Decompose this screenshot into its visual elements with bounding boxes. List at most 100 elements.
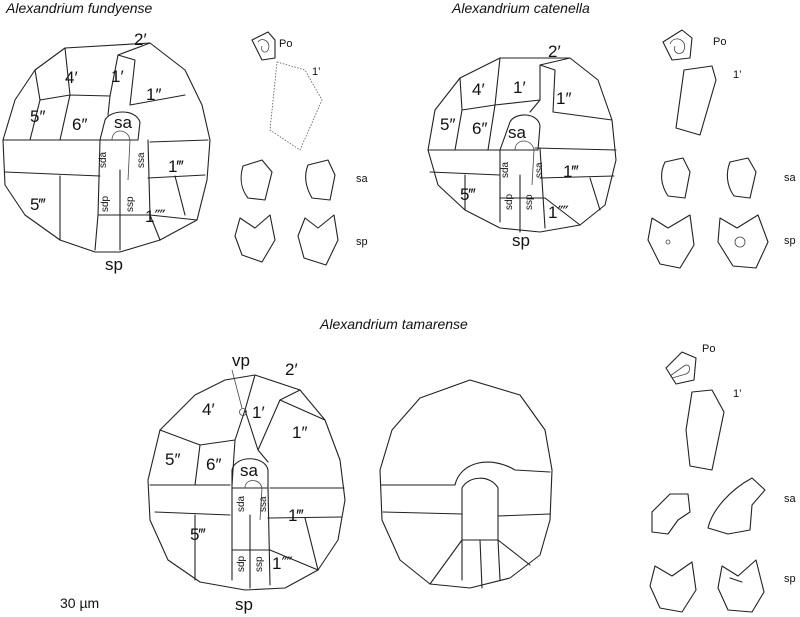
catenella-sp-label: sp (784, 235, 796, 247)
catenella-1p-label: 1’ (733, 69, 742, 81)
catenella-label-ssa: ssa (534, 162, 545, 178)
tamarense-outline (147, 374, 346, 591)
fundyense-sa-hook (111, 130, 131, 181)
fundyense-sa-label: sa (356, 173, 369, 185)
tamarense-lateral-outline (379, 379, 553, 589)
catenella-label-1ppp: 1‴ (563, 162, 578, 181)
catenella-sa-plate-right (726, 157, 757, 199)
fundyense-apical-sutures (29, 42, 186, 141)
catenella-po-label: Po (713, 36, 726, 48)
catenella-sa-hook (514, 140, 535, 186)
tamarense-label-4p: 4′ (202, 400, 215, 419)
tamarense-label-1ppp: 1‴ (288, 506, 303, 525)
catenella-label-ssp: ssp (524, 194, 535, 210)
tamarense-po-plate (665, 351, 697, 385)
catenella-po-plate (662, 29, 693, 61)
tamarense-sulcus (231, 458, 271, 589)
tamarense-label-vp: vp (232, 351, 250, 370)
catenella-label-6pp: 6″ (472, 119, 487, 138)
tamarense-ventral-cell (147, 369, 346, 591)
tamarense-lateral-cell (379, 379, 553, 589)
catenella-sp-pore-left (665, 239, 671, 245)
fundyense-label-sdp: sdp (100, 195, 111, 212)
fundyense-label-6pp: 6″ (72, 115, 87, 134)
catenella-apical-sutures (454, 57, 613, 151)
fundyense-outline (2, 42, 211, 253)
catenella-label-5ppp: 5‴ (460, 185, 475, 204)
tamarense-label-1pp: 1″ (292, 423, 307, 442)
catenella-sp-plate-right (717, 214, 769, 269)
catenella-label-1pppp: 1⁗ (548, 203, 569, 222)
tamarense-label-sp: sp (235, 595, 253, 614)
title-fundyense: Alexandrium fundyense (5, 0, 153, 16)
tamarense-apical-sutures (159, 374, 326, 486)
tamarense-label-2p: 2′ (285, 360, 298, 379)
catenella-cingulum-lower (429, 171, 615, 179)
title-catenella: Alexandrium catenella (451, 0, 590, 16)
fundyense-label-1pppp: 1⁗ (145, 207, 166, 226)
fundyense-label-5pp: 5″ (30, 107, 45, 126)
fundyense-label-ssa: ssa (136, 152, 147, 168)
tamarense-label-5pp: 5″ (165, 450, 180, 469)
fundyense-ventral-cell (2, 42, 211, 253)
tamarense-sa-plate-right (707, 477, 766, 535)
tamarense-ventral-pore (239, 408, 247, 416)
tamarense-label-sda: sda (236, 495, 247, 512)
fundyense-sa-plate-right (305, 159, 336, 201)
tamarense-po-label: Po (702, 343, 715, 355)
fundyense-sp-plate-right (297, 214, 339, 266)
fundyense-po-plate (251, 31, 276, 61)
scale-bar-label: 30 µm (60, 595, 99, 611)
tamarense-postcingular-sutures (194, 514, 319, 581)
tamarense-label-sa: sa (240, 461, 259, 480)
tamarense-label-1p: 1′ (252, 403, 265, 422)
fundyense-label-5ppp: 5‴ (30, 195, 45, 214)
tamarense-lateral-sulcus (429, 477, 531, 589)
catenella-label-2p: 2′ (548, 42, 561, 61)
catenella-1p-plate (675, 65, 717, 136)
fundyense-cingulum-upper (2, 139, 209, 143)
tamarense-label-6pp: 6″ (206, 455, 221, 474)
tamarense-sp-plate-right (717, 559, 765, 613)
tamarense-sa-hook (244, 480, 263, 521)
tamarense-label-sdp: sdp (236, 555, 247, 572)
fundyense-label-sp: sp (105, 255, 123, 274)
catenella-label-sp: sp (512, 231, 530, 250)
tamarense-sp-label: sp (784, 573, 796, 585)
catenella-sa-label: sa (784, 172, 797, 184)
tamarense-cingulum-upper (149, 484, 345, 489)
catenella-sulcus (499, 114, 546, 233)
tamarense-cingulum-lower (154, 511, 343, 519)
fundyense-label-sda: sda (98, 151, 109, 168)
tamarense-sa-plate-left (651, 493, 691, 535)
fundyense-postcingular-sutures (59, 175, 198, 241)
fundyense-label-4p: 4′ (65, 68, 78, 87)
tamarense-1p-plate (685, 389, 725, 471)
fundyense-po-label: Po (279, 38, 292, 50)
fundyense-label-ssp: ssp (125, 196, 136, 212)
tamarense-label-ssa: ssa (258, 496, 269, 512)
tamarense-sp-scar (729, 577, 743, 583)
fundyense-1p-label: 1’ (312, 66, 321, 78)
tamarense-lateral-cingulum (380, 461, 551, 517)
fundyense-label-1ppp: 1‴ (168, 157, 183, 176)
tamarense-label-ssp: ssp (254, 556, 265, 572)
fundyense-sa-plate-left (240, 159, 273, 201)
catenella-label-sdp: sdp (504, 193, 515, 210)
catenella-label-1p: 1′ (513, 78, 526, 97)
catenella-label-1pp: 1″ (556, 89, 571, 108)
fundyense-label-1p: 1′ (111, 67, 124, 86)
fundyense-sulcus (94, 111, 161, 251)
catenella-label-5pp: 5″ (440, 115, 455, 134)
catenella-label-sa: sa (508, 123, 527, 142)
tamarense-label-5ppp: 5‴ (190, 525, 205, 544)
tamarense-label-1pppp: 1⁗ (272, 554, 293, 573)
catenella-sp-plate-left (647, 214, 695, 269)
title-tamarense: Alexandrium tamarense (319, 316, 468, 332)
fundyense-label-2p: 2′ (134, 30, 147, 49)
fundyense-1p-plate (269, 61, 323, 151)
catenella-label-4p: 4′ (472, 80, 485, 99)
tamarense-vp-pointer (231, 369, 243, 409)
